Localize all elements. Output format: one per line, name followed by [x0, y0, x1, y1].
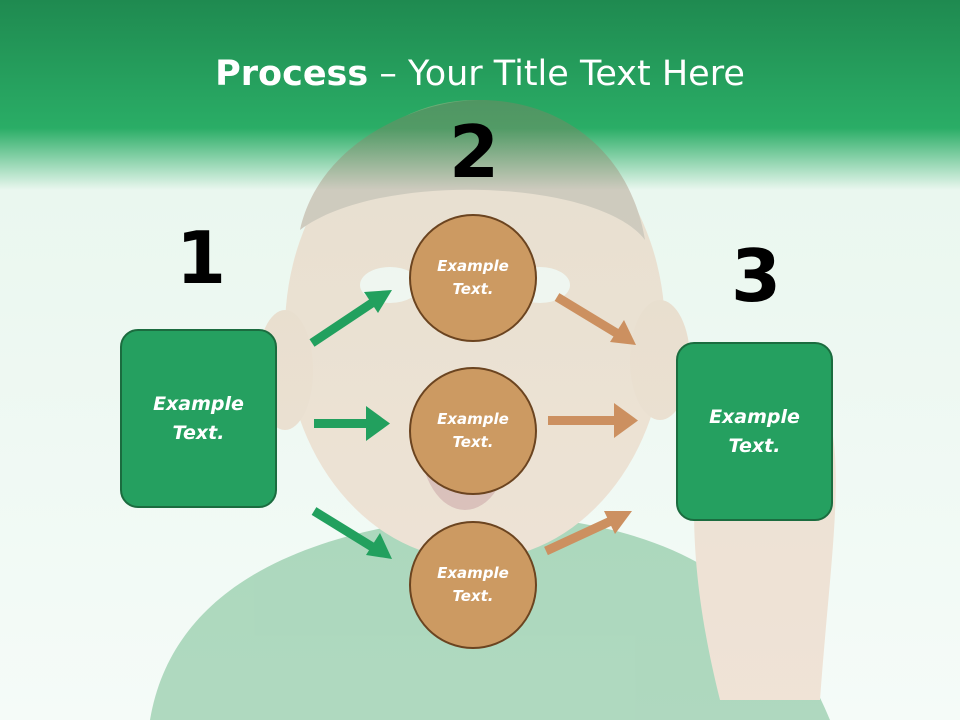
left-step-box: Example Text. [120, 329, 277, 508]
orange-arrow-up-icon [544, 511, 632, 556]
step-number-1: 1 [176, 216, 227, 300]
right-step-text: Example Text. [709, 405, 800, 457]
green-arrow-down-icon [311, 507, 392, 559]
orange-arrows [544, 293, 638, 556]
circle-bottom-text: Example Text. [437, 564, 509, 605]
circle-middle: Example Text. [409, 367, 537, 495]
orange-arrow-right-icon [548, 403, 638, 438]
slide-title: Process – Your Title Text Here [0, 50, 960, 98]
circle-bottom: Example Text. [409, 521, 537, 649]
title-bold: Process [215, 54, 369, 94]
orange-arrow-down-icon [554, 293, 636, 345]
circle-top: Example Text. [409, 214, 537, 342]
green-arrows [309, 290, 392, 559]
step-number-3: 3 [731, 234, 782, 318]
right-step-box: Example Text. [676, 342, 833, 521]
green-arrow-right-icon [314, 406, 390, 441]
circle-top-text: Example Text. [437, 257, 509, 298]
green-arrow-up-icon [309, 290, 392, 347]
title-rest: – Your Title Text Here [368, 54, 745, 94]
circle-middle-text: Example Text. [437, 410, 509, 451]
step-number-2: 2 [449, 110, 500, 194]
left-step-text: Example Text. [153, 392, 244, 444]
